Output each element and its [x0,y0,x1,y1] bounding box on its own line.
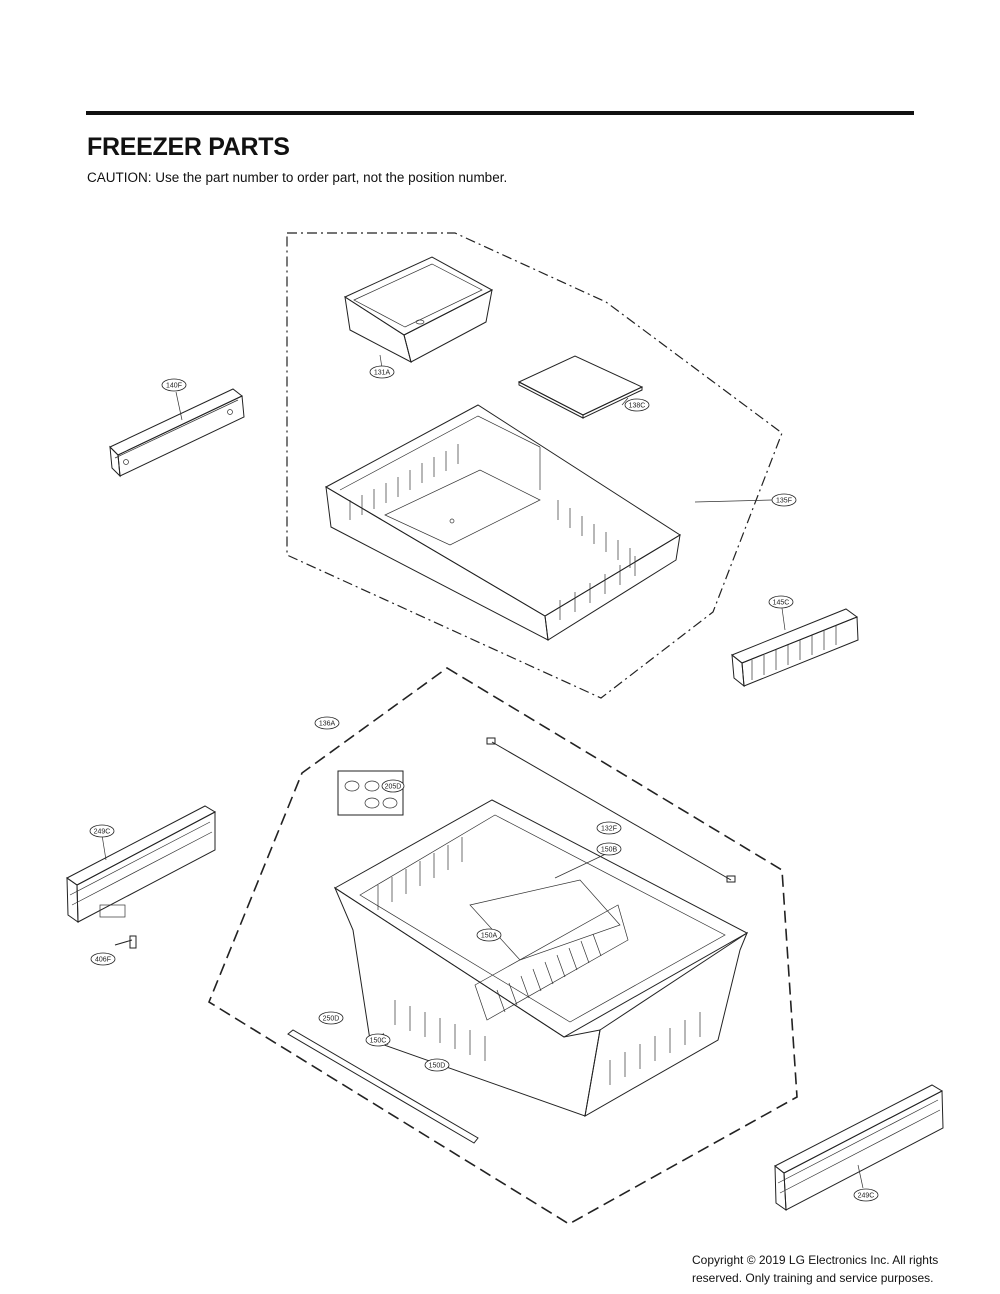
svg-text:150C: 150C [370,1038,387,1045]
callout-132F: 132F [596,821,622,835]
lower-freezer-basket-part [333,799,749,1117]
upper-assembly-boundary [286,232,783,699]
header-rule [86,111,914,115]
svg-text:135F: 135F [776,498,792,505]
svg-text:132F: 132F [601,826,617,833]
callout-145C: 145C [768,595,794,609]
svg-text:138C: 138C [629,403,646,410]
callout-131A: 131A [369,365,395,379]
callout-150C: 150C [365,1033,391,1047]
svg-text:150A: 150A [481,933,498,940]
svg-text:249C: 249C [858,1193,875,1200]
upper-drawer-basket-part [324,404,773,641]
callout-249C-right: 249C [853,1188,879,1202]
screw-part [114,935,137,949]
callout-136A: 136A [314,716,340,730]
long-bar-part [287,1029,479,1144]
svg-text:140F: 140F [166,383,182,390]
right-rack-part [731,607,859,688]
copyright-notice: Copyright © 2019 LG Electronics Inc. All… [692,1251,982,1287]
svg-text:250D: 250D [323,1016,340,1023]
copyright-line-1: Copyright © 2019 LG Electronics Inc. All… [692,1253,939,1267]
left-slide-rail-part [66,805,217,923]
svg-text:150B: 150B [601,847,618,854]
page-title: FREEZER PARTS [87,133,290,161]
svg-text:136A: 136A [319,721,336,728]
svg-text:145C: 145C [773,600,790,607]
callout-150D: 150D [424,1058,450,1072]
callout-150A: 150A [476,928,502,942]
caution-note: CAUTION: Use the part number to order pa… [87,170,508,185]
right-slide-rail-part [774,1084,944,1211]
callout-150B: 150B [596,842,622,856]
svg-text:150D: 150D [429,1063,446,1070]
svg-text:131A: 131A [374,370,391,377]
left-rail-upper-part [109,388,245,478]
callout-249C-left: 249C [89,824,115,838]
small-tray-part [343,256,494,369]
svg-text:406F: 406F [95,957,111,964]
divider-plate-part [517,355,644,419]
svg-text:205D: 205D [385,784,402,791]
callout-406F: 406F [90,952,116,966]
callout-138C: 138C [624,398,650,412]
caps-kit-part [337,770,404,816]
callout-135F: 135F [771,493,797,507]
callout-205D: 205D [381,779,405,793]
lower-assembly-boundary [208,667,798,1225]
copyright-line-2: reserved. Only training and service purp… [692,1271,934,1285]
callout-250D: 250D [318,1011,344,1025]
svg-text:249C: 249C [94,829,111,836]
callout-140F: 140F [161,378,187,392]
cable-part [486,737,736,883]
